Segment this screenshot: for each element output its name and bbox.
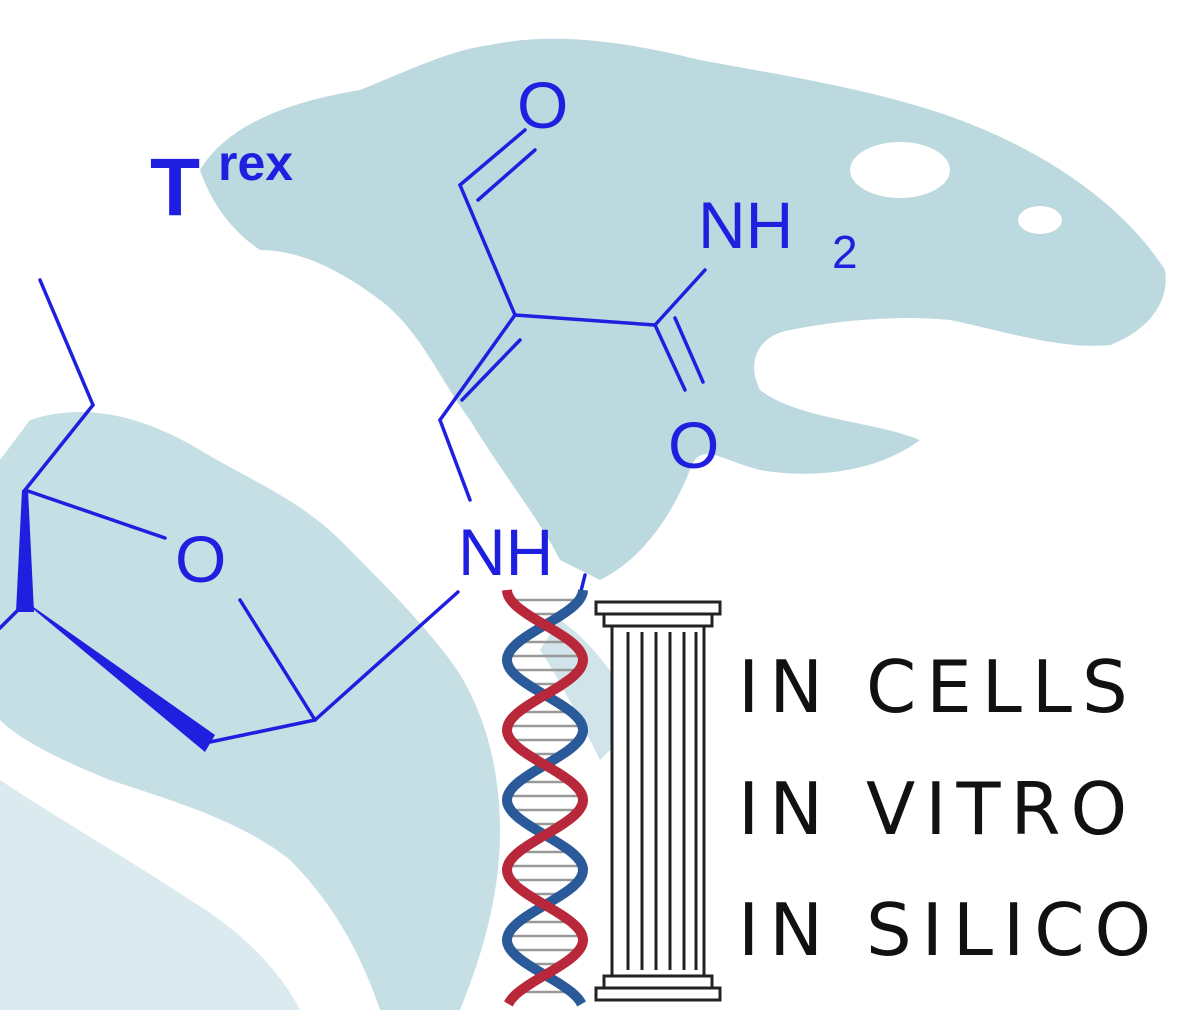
caption-in-silico: IN SILICO — [738, 888, 1161, 972]
title-superscript: rex — [218, 135, 293, 191]
greek-column-icon — [594, 600, 722, 1002]
atom-o-aldehyde: O — [517, 68, 568, 142]
atom-nh2-subscript: 2 — [832, 226, 858, 278]
atom-o-ring: O — [175, 522, 226, 596]
dna-helix-icon — [501, 589, 589, 1007]
chemical-structure — [0, 128, 707, 744]
atom-nh: NH — [458, 515, 553, 589]
wedge-bonds — [16, 490, 215, 752]
atom-labels: T rex O NH 2 O O NH — [150, 68, 858, 596]
skull-features — [800, 142, 1090, 380]
atom-nh2: NH — [698, 188, 793, 262]
captions: IN CELLS IN VITRO IN SILICO — [738, 645, 1161, 972]
dna-strand-blue — [501, 589, 589, 1007]
dna-strand-red — [501, 589, 589, 1007]
title-t: T — [150, 142, 200, 233]
caption-in-vitro: IN VITRO — [738, 767, 1137, 851]
atom-o-amide: O — [668, 408, 719, 482]
caption-in-cells: IN CELLS — [738, 645, 1138, 729]
